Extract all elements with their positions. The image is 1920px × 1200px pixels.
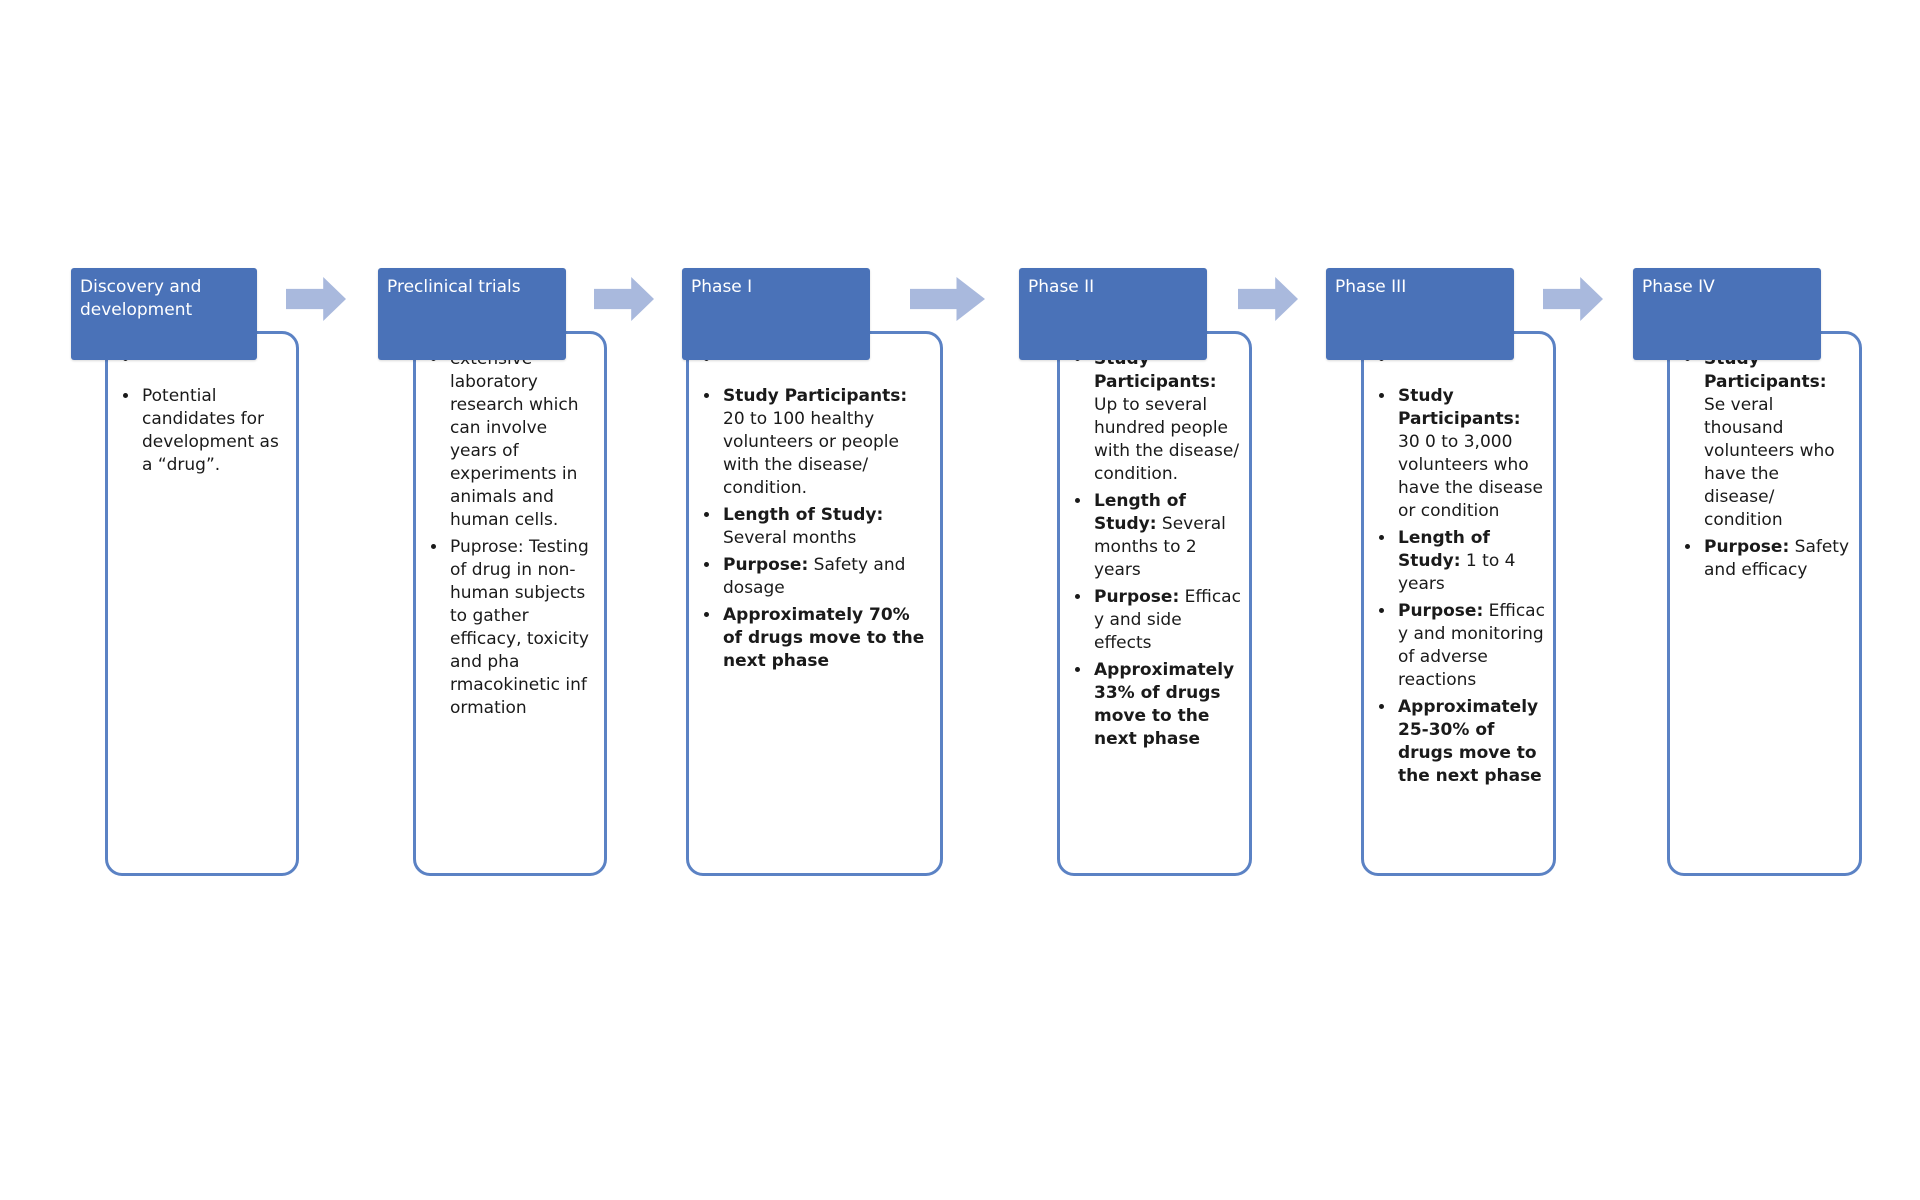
bullet-bold-label: Approximately 33% of drugs move to the n… — [1094, 660, 1235, 749]
flow-arrow-icon — [910, 277, 985, 321]
bullet-item: Purpose: Safety and efficacy — [1702, 536, 1851, 582]
bullet-list: Study Participants: Up to several hundre… — [1074, 348, 1241, 751]
bullet-bold-label: Length of Study: — [1398, 528, 1490, 571]
step-header-phase-iv: Phase IV — [1633, 268, 1821, 360]
flow-arrow-icon — [1543, 277, 1603, 321]
arrow-shape — [1543, 277, 1603, 321]
bullet-text: Safety and efficacy — [1704, 537, 1850, 580]
bullet-bold-label: Approximately 25-30% of drugs move to th… — [1398, 697, 1542, 786]
bullet-bold-label: Purpose: — [1398, 601, 1484, 621]
bullet-list: Study Participants: Se veral thousand vo… — [1684, 348, 1851, 582]
bullet-text: Several months — [723, 528, 857, 548]
bullet-text: Se veral thousand volunteers who have th… — [1704, 395, 1835, 530]
bullet-item: Purpose: Efficac y and monitoring of adv… — [1396, 600, 1545, 692]
bullet-item: Study Participants: Se veral thousand vo… — [1702, 348, 1851, 532]
bullet-list: Study Participants: 30 0 to 3,000 volunt… — [1378, 348, 1545, 788]
bullet-text: Efficac y and side effects — [1094, 587, 1241, 653]
bullet-item: extensive laboratory research which can … — [448, 348, 596, 532]
bullet-list: Study Participants: 20 to 100 healthy vo… — [703, 348, 932, 673]
bullet-text: Efficac y and monitoring of adverse reac… — [1398, 601, 1545, 690]
bullet-item: Study Participants: Up to several hundre… — [1092, 348, 1241, 486]
bullet-text: Potential candidates for development as … — [142, 386, 279, 475]
bullet-item: Study Participants: 30 0 to 3,000 volunt… — [1396, 385, 1545, 523]
step-card-phase-iii: Study Participants: 30 0 to 3,000 volunt… — [1361, 331, 1556, 876]
step-header-preclinical-trials: Preclinical trials — [378, 268, 566, 360]
step-header-phase-ii: Phase II — [1019, 268, 1207, 360]
bullet-bold-label: Study Participants: — [1398, 386, 1521, 429]
flow-arrow-icon — [1238, 277, 1298, 321]
arrow-shape — [594, 277, 654, 321]
step-card-discovery-and-development: Potential candidates for development as … — [105, 331, 299, 876]
flow-arrow-icon — [594, 277, 654, 321]
bullet-item: Purpose: Safety and dosage — [721, 554, 932, 600]
step-card-phase-iv: Study Participants: Se veral thousand vo… — [1667, 331, 1862, 876]
step-header-phase-iii: Phase III — [1326, 268, 1514, 360]
bullet-text: Safety and dosage — [723, 555, 906, 598]
bullet-list: extensive laboratory research which can … — [430, 348, 596, 720]
bullet-text: Several months to 2 years — [1094, 514, 1226, 580]
step-header-discovery-and-development: Discovery and development — [71, 268, 257, 360]
bullet-bold-label: Purpose: — [1704, 537, 1790, 557]
bullet-item: Approximately 33% of drugs move to the n… — [1092, 659, 1241, 751]
bullet-bold-label: Purpose: — [1094, 587, 1180, 607]
bullet-item: Approximately 70% of drugs move to the n… — [721, 604, 932, 673]
bullet-item: Length of Study: 1 to 4 years — [1396, 527, 1545, 596]
bullet-bold-label: Length of Study: — [723, 505, 884, 525]
bullet-item: Potential candidates for development as … — [140, 385, 288, 477]
bullet-item: Puprose: Testing of drug in non-human su… — [448, 536, 596, 720]
bullet-bold-label: Study Participants: — [723, 386, 908, 406]
bullet-item: Study Participants: 20 to 100 healthy vo… — [721, 385, 932, 500]
step-card-preclinical-trials: extensive laboratory research which can … — [413, 331, 607, 876]
bullet-text: 20 to 100 healthy volunteers or people w… — [723, 409, 899, 498]
bullet-text: Up to several hundred people with the di… — [1094, 395, 1240, 484]
bullet-item: Purpose: Efficac y and side effects — [1092, 586, 1241, 655]
bullet-text: 30 0 to 3,000 volunteers who have the di… — [1398, 432, 1543, 521]
bullet-bold-label: Purpose: — [723, 555, 809, 575]
bullet-item: Approximately 25-30% of drugs move to th… — [1396, 696, 1545, 788]
step-header-phase-i: Phase I — [682, 268, 870, 360]
bullet-text: Puprose: Testing of drug in non-human su… — [450, 537, 589, 718]
arrow-shape — [286, 277, 346, 321]
bullet-item: Length of Study: Several months to 2 yea… — [1092, 490, 1241, 582]
bullet-bold-label: Approximately 70% of drugs move to the n… — [723, 605, 925, 671]
step-card-phase-ii: Study Participants: Up to several hundre… — [1057, 331, 1252, 876]
bullet-item: Length of Study: Several months — [721, 504, 932, 550]
flow-arrow-icon — [286, 277, 346, 321]
bullet-text: 1 to 4 years — [1398, 551, 1516, 594]
bullet-bold-label: Length of Study: — [1094, 491, 1186, 534]
arrow-shape — [1238, 277, 1298, 321]
bullet-text: extensive laboratory research which can … — [450, 349, 579, 530]
bullet-list: Potential candidates for development as … — [122, 348, 288, 477]
step-card-phase-i: Study Participants: 20 to 100 healthy vo… — [686, 331, 943, 876]
arrow-shape — [910, 277, 985, 321]
